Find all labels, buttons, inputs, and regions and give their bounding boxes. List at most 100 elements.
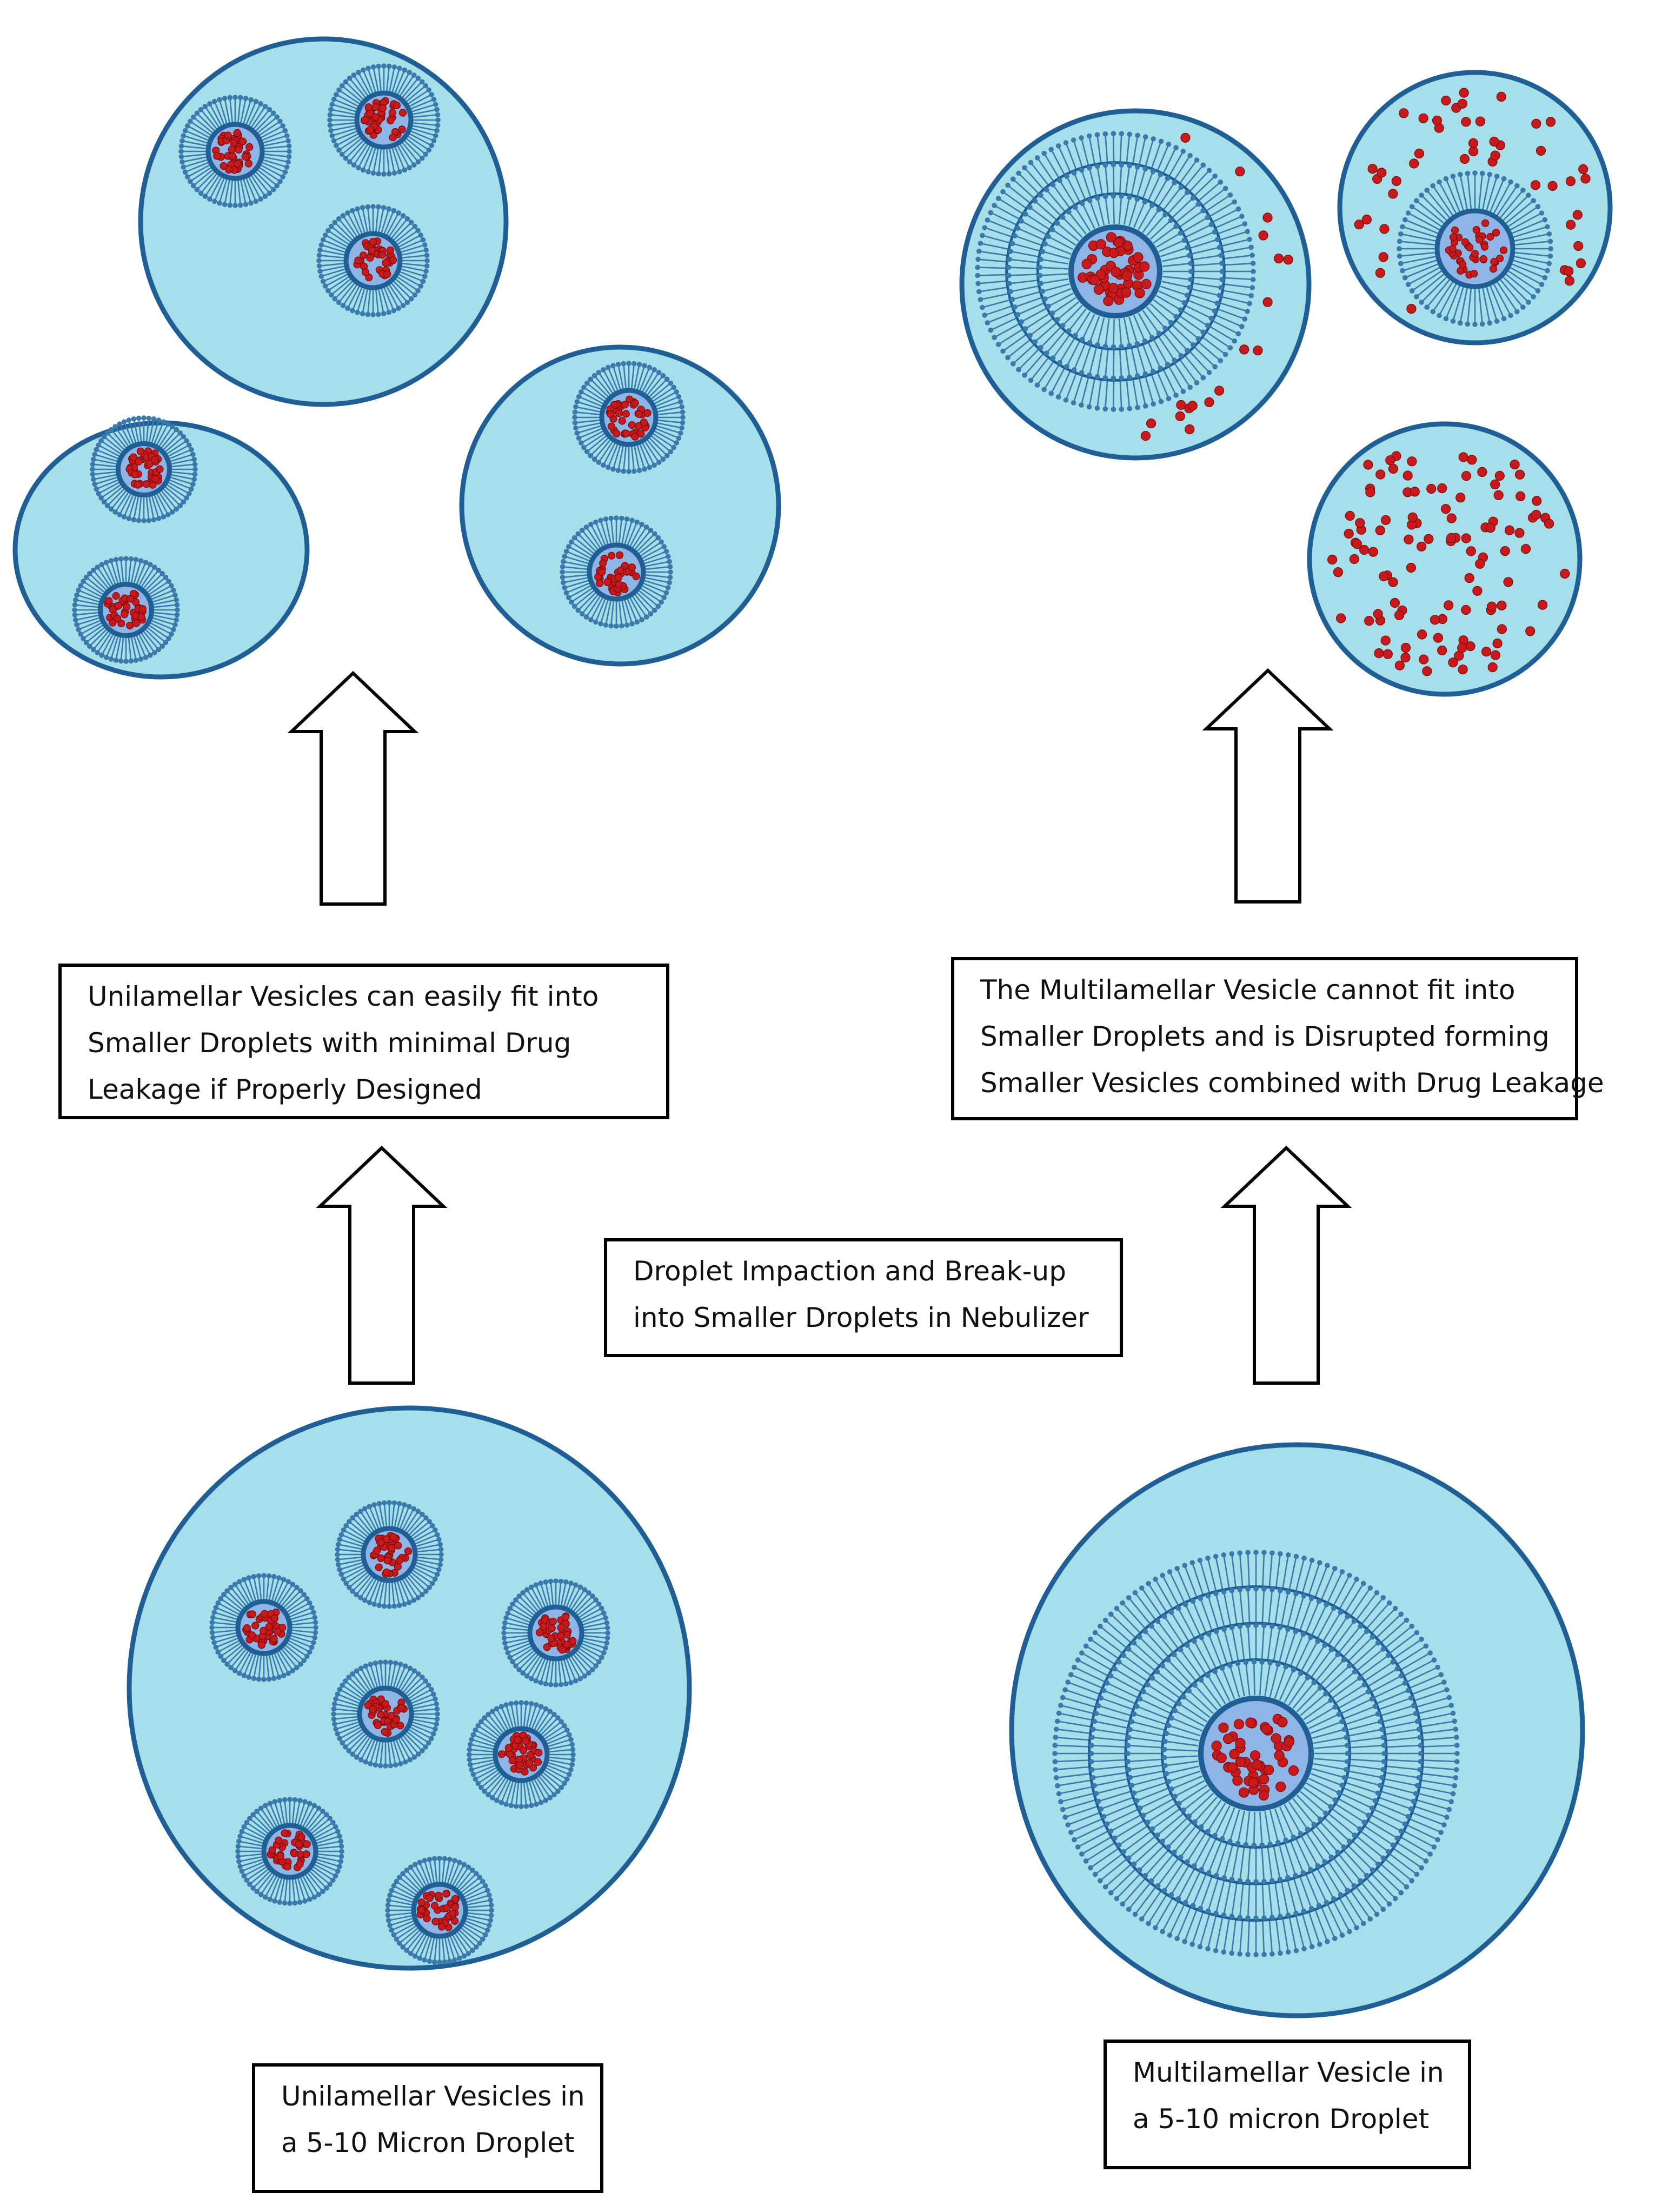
- drug-molecule-icon: [1361, 215, 1372, 225]
- drug-molecule-icon: [1140, 430, 1151, 441]
- drug-molecule-icon: [398, 125, 406, 134]
- drug-molecule-icon: [1352, 539, 1362, 549]
- drug-molecule-icon: [563, 1640, 571, 1649]
- drug-molecule-icon: [368, 247, 376, 255]
- drug-molecule-icon: [1111, 267, 1121, 277]
- drug-molecule-icon: [389, 1533, 397, 1541]
- drug-molecule-icon: [1365, 487, 1375, 497]
- drug-molecule-icon: [1103, 295, 1114, 307]
- drug-molecule-icon: [1471, 250, 1479, 258]
- process-line-1: Droplet Impaction and Break-up: [633, 1256, 1066, 1287]
- drug-molecule-icon: [151, 456, 159, 464]
- drug-molecule-icon: [635, 410, 643, 418]
- drug-molecule-icon: [366, 254, 374, 262]
- drug-molecule-icon: [526, 1751, 534, 1759]
- drug-molecule-icon: [622, 410, 630, 418]
- lipid-bilayer: [467, 1700, 576, 1809]
- drug-molecule-icon: [1444, 600, 1454, 610]
- drug-molecule-icon: [1354, 220, 1364, 230]
- drug-molecule-icon: [1459, 88, 1469, 98]
- lipid-bilayer: [560, 515, 673, 629]
- drug-molecule-icon: [1250, 1750, 1261, 1761]
- uni-result-line-3: Leakage if Properly Designed: [88, 1074, 482, 1105]
- up-arrow-icon: [1220, 1145, 1352, 1385]
- drug-molecule-icon: [1497, 624, 1507, 634]
- small-droplet-multi-3: [1307, 421, 1583, 697]
- drug-molecule-icon: [442, 1890, 450, 1898]
- drug-molecule-icon: [1580, 174, 1591, 184]
- process-line-2: into Smaller Droplets in Nebulizer: [633, 1302, 1089, 1333]
- drug-molecule-icon: [1564, 276, 1574, 286]
- drug-molecule-icon: [1547, 181, 1558, 191]
- drug-molecule-icon: [1466, 243, 1474, 251]
- multi-result-label: The Multilamellar Vesicle cannot fit int…: [951, 957, 1604, 1120]
- drug-molecule-icon: [628, 421, 636, 429]
- drug-molecule-icon: [1499, 246, 1508, 254]
- drug-molecule-icon: [1388, 577, 1398, 587]
- multi-start-label: Multilamellar Vesicle in a 5-10 micron D…: [1104, 2040, 1471, 2169]
- drug-molecule-icon: [1461, 471, 1472, 481]
- drug-molecule-icon: [640, 419, 648, 427]
- drug-molecule-icon: [361, 116, 369, 124]
- drug-molecule-icon: [382, 1535, 390, 1543]
- up-arrow-icon: [1202, 668, 1334, 904]
- drug-molecule-icon: [1349, 554, 1359, 564]
- drug-molecule-icon: [534, 1758, 542, 1766]
- drug-molecule-icon: [1390, 597, 1400, 608]
- drug-molecule-icon: [257, 1641, 265, 1649]
- drug-molecule-icon: [1146, 419, 1156, 429]
- drug-molecule-icon: [1433, 633, 1443, 643]
- drug-molecule-icon: [241, 152, 249, 161]
- drug-molecule-icon: [359, 251, 368, 260]
- unilamellar-vesicle-icon: [178, 95, 292, 208]
- drug-molecule-icon: [596, 579, 604, 587]
- drug-molecule-icon: [621, 401, 629, 409]
- drug-molecule-icon: [1363, 460, 1373, 470]
- drug-molecule-icon: [1275, 1782, 1286, 1792]
- process-label: Droplet Impaction and Break-up into Smal…: [604, 1238, 1123, 1357]
- drug-molecule-icon: [1426, 483, 1437, 494]
- drug-molecule-icon: [126, 621, 134, 630]
- drug-molecule-icon: [1468, 146, 1479, 157]
- drug-molecule-icon: [235, 145, 243, 154]
- drug-molecule-icon: [1489, 136, 1499, 147]
- drug-molecule-icon: [1475, 236, 1484, 244]
- drug-molecule-icon: [265, 1623, 273, 1631]
- unilamellar-vesicle-icon: [335, 1500, 444, 1609]
- drug-molecule-icon: [1578, 164, 1588, 174]
- drug-molecule-icon: [557, 1632, 565, 1640]
- drug-molecule-icon: [369, 1705, 377, 1713]
- drug-molecule-icon: [1176, 400, 1186, 410]
- lipid-bilayer: [572, 361, 686, 474]
- drug-molecule-icon: [1468, 138, 1479, 148]
- drug-molecule-icon: [228, 145, 236, 154]
- drug-molecule-icon: [597, 568, 606, 576]
- drug-molecule-icon: [1481, 647, 1492, 657]
- drug-molecule-icon: [1480, 243, 1488, 251]
- drug-molecule-icon: [225, 165, 233, 174]
- lipid-bilayer: [72, 556, 180, 664]
- drug-molecule-icon: [389, 134, 397, 142]
- drug-molecule-icon: [519, 1746, 528, 1755]
- drug-molecule-icon: [1466, 546, 1476, 556]
- drug-molecule-icon: [1446, 513, 1457, 523]
- drug-molecule-icon: [1417, 541, 1427, 552]
- drug-molecule-icon: [622, 429, 630, 437]
- drug-molecule-icon: [393, 101, 401, 110]
- drug-molecule-icon: [1089, 275, 1100, 285]
- drug-molecule-icon: [389, 256, 397, 264]
- drug-molecule-icon: [1472, 586, 1483, 596]
- drug-molecule-icon: [1407, 512, 1418, 522]
- drug-molecule-icon: [397, 1704, 406, 1712]
- drug-molecule-icon: [417, 1906, 426, 1914]
- drug-molecule-icon: [1364, 616, 1374, 626]
- drug-molecule-icon: [1485, 523, 1496, 533]
- drug-molecule-icon: [615, 551, 624, 559]
- drug-molecule-icon: [1336, 613, 1346, 623]
- drug-molecule-icon: [1134, 288, 1145, 298]
- drug-molecule-icon: [607, 410, 615, 419]
- drug-molecule-icon: [1464, 573, 1474, 583]
- unilamellar-vesicle-icon: [501, 1578, 610, 1688]
- drug-molecule-icon: [1544, 519, 1554, 529]
- drug-molecule-icon: [283, 1863, 291, 1871]
